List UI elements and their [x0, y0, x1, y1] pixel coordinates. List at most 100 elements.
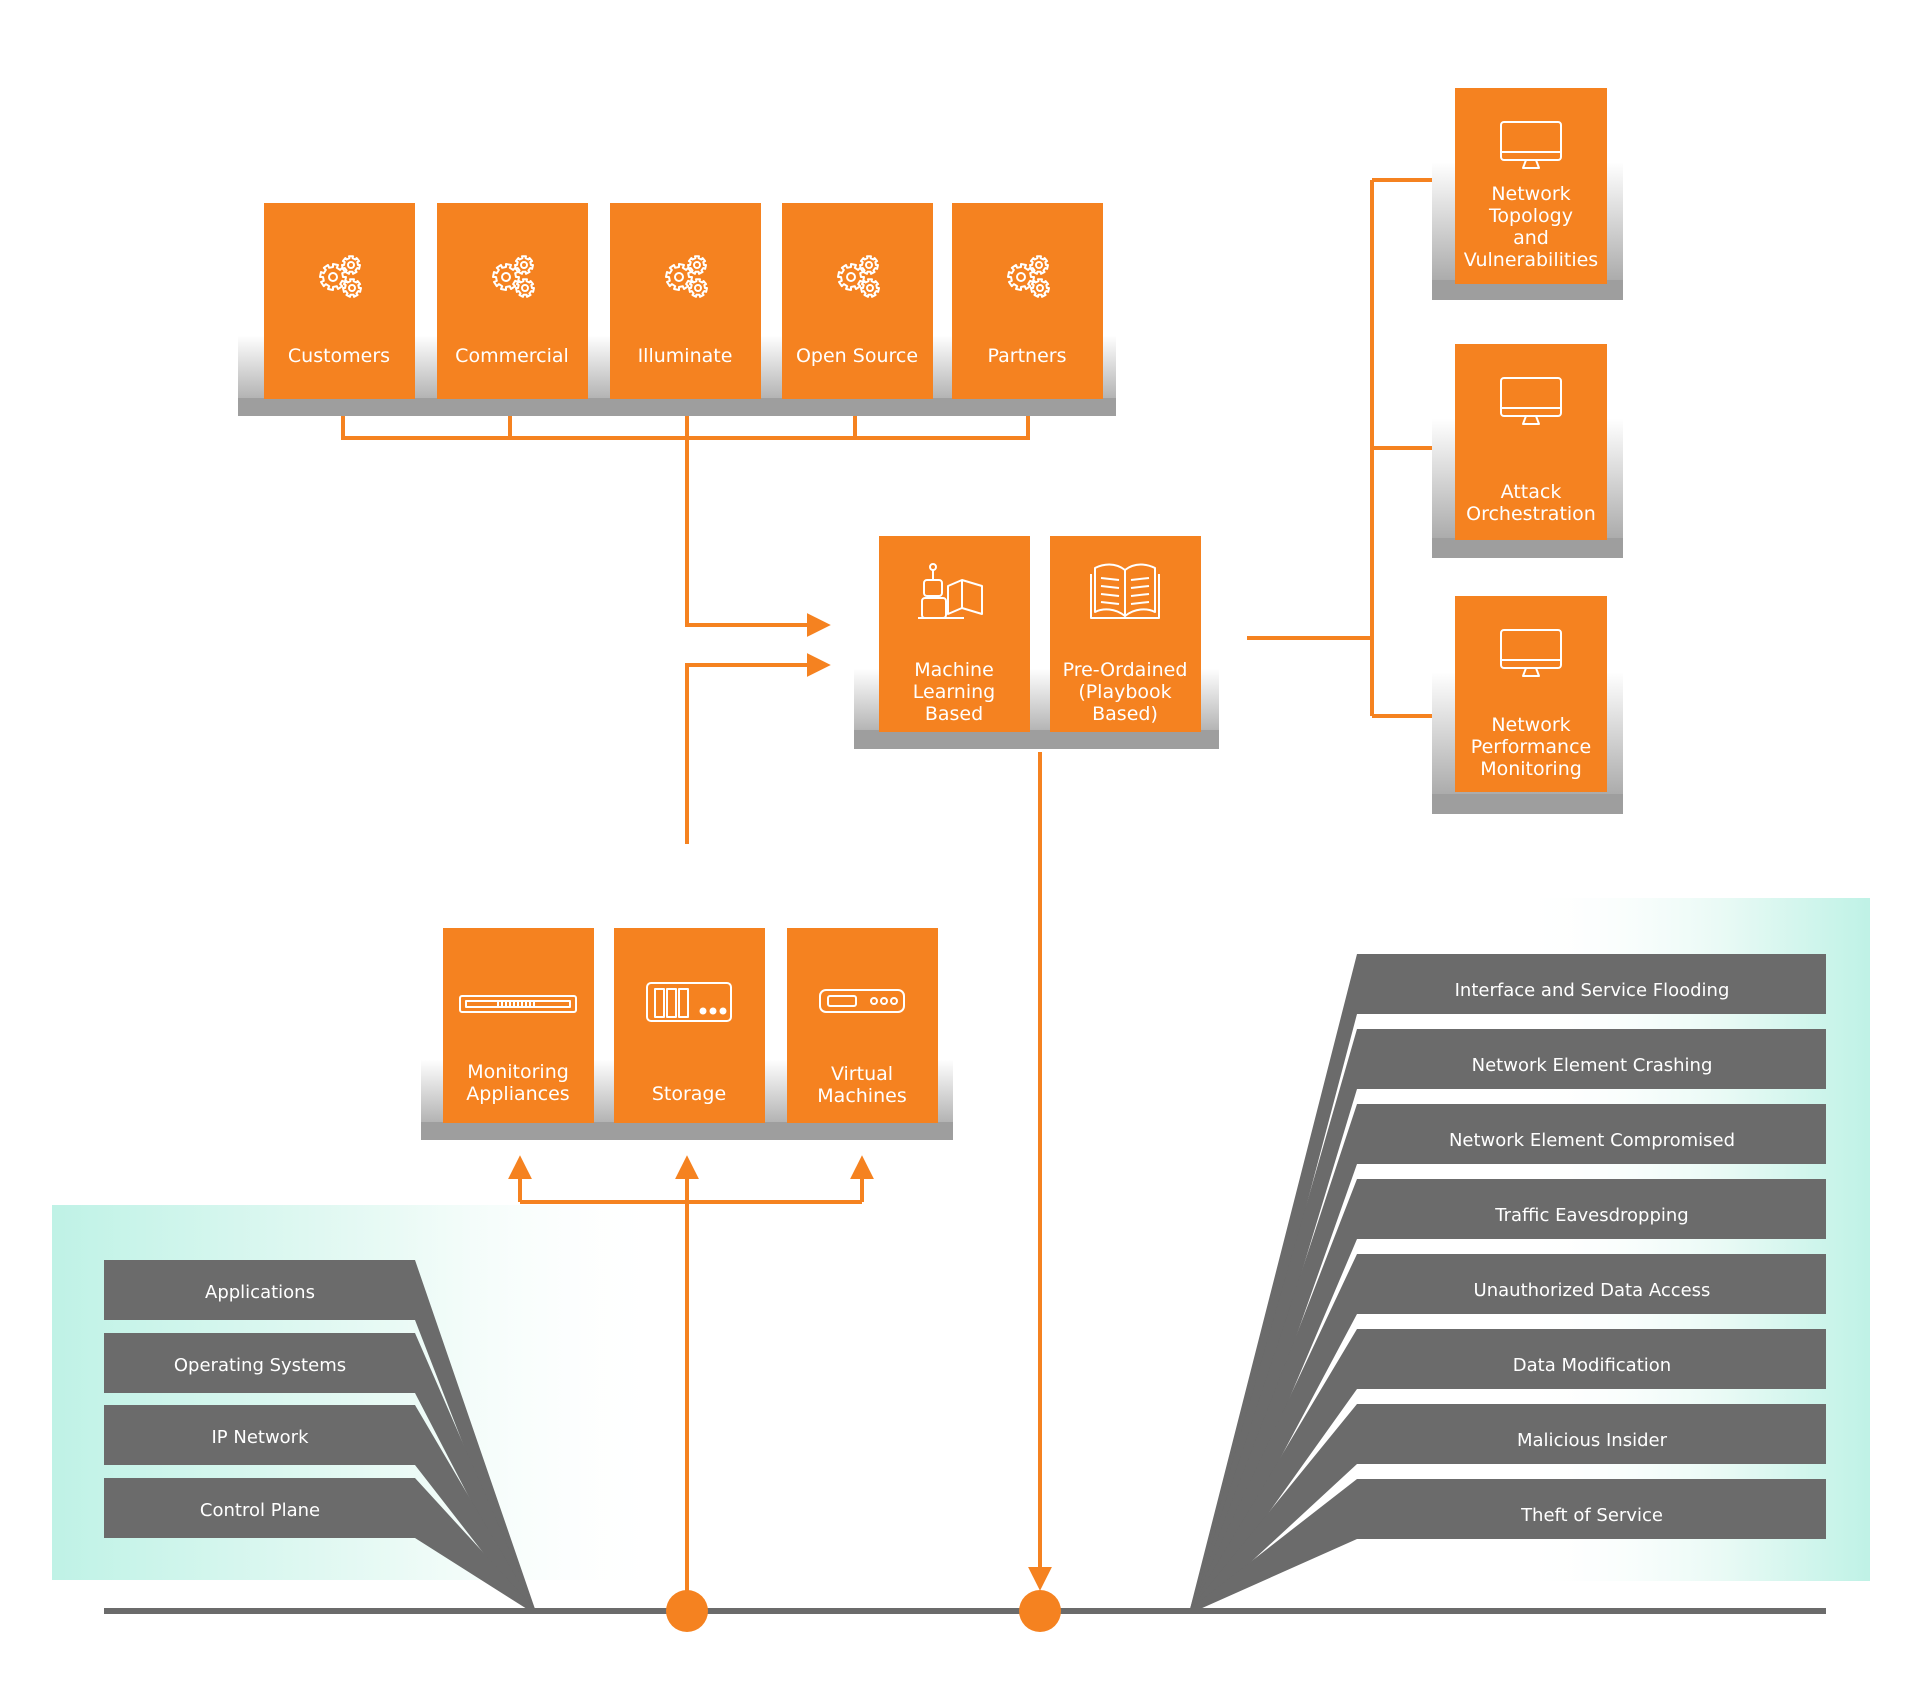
- threat-7[interactable]: Theft of Service: [1190, 1479, 1826, 1609]
- threat-label: Data Modification: [1513, 1355, 1671, 1376]
- source-label: Open Source: [796, 345, 918, 367]
- threat-1[interactable]: Network Element Crashing: [1190, 1029, 1826, 1609]
- source-tile-background: [952, 203, 1103, 399]
- rack-appliance-icon: [459, 995, 577, 1013]
- output-label: Network: [1491, 714, 1570, 736]
- monitor-icon: [1500, 377, 1562, 425]
- threat-4[interactable]: Unauthorized Data Access: [1190, 1254, 1826, 1609]
- infrastructure-label: Virtual: [831, 1063, 893, 1085]
- output-tile-background: [1455, 88, 1607, 284]
- layer-label: IP Network: [211, 1427, 309, 1448]
- layer-band: [104, 1260, 535, 1609]
- threat-label: Unauthorized Data Access: [1474, 1280, 1711, 1301]
- gears-icon: [665, 255, 708, 298]
- threat-band: [1190, 1404, 1826, 1609]
- threat-band: [1190, 1104, 1826, 1609]
- source-open-source[interactable]: Open Source: [782, 203, 933, 399]
- threat-label: Theft of Service: [1520, 1505, 1663, 1526]
- output-tile-background: [1455, 596, 1607, 792]
- output-label: Performance: [1471, 736, 1591, 758]
- gears-icon: [837, 255, 880, 298]
- source-commercial[interactable]: Commercial: [437, 203, 588, 399]
- source-label: Customers: [288, 345, 390, 367]
- threat-band: [1190, 1254, 1826, 1609]
- baseline-node-engines[interactable]: [1019, 1590, 1061, 1632]
- gears-icon: [319, 255, 362, 298]
- threat-band: [1190, 1329, 1826, 1609]
- engine-label: Learning: [913, 681, 996, 703]
- engine-label: Based): [1092, 703, 1158, 725]
- engine-label: Machine: [914, 659, 994, 681]
- layer-operating-systems[interactable]: Operating Systems: [104, 1333, 535, 1609]
- output-label: Attack: [1501, 481, 1562, 503]
- infrastructure-label: Appliances: [466, 1083, 569, 1105]
- layer-ip-network[interactable]: IP Network: [104, 1405, 535, 1609]
- engines-to-outputs-connector: [1247, 178, 1432, 718]
- source-label: Partners: [988, 345, 1067, 367]
- layer-applications[interactable]: Applications: [104, 1260, 535, 1609]
- infrastructure-tile-background: [787, 928, 938, 1123]
- engines: MachineLearningBasedPre-Ordained(Playboo…: [879, 536, 1201, 732]
- gears-icon: [492, 255, 535, 298]
- threat-2[interactable]: Network Element Compromised: [1190, 1104, 1826, 1609]
- threat-label: Traffic Eavesdropping: [1494, 1205, 1688, 1226]
- outputs: NetworkTopologyandVulnerabilitiesAttackO…: [1455, 88, 1607, 792]
- source-tile-background: [610, 203, 761, 399]
- infrastructure-tile-background: [614, 928, 765, 1123]
- layer-label: Applications: [205, 1282, 315, 1303]
- threat-band: [1190, 1179, 1826, 1609]
- threat-label: Malicious Insider: [1517, 1430, 1668, 1451]
- infrastructure-label: Storage: [652, 1083, 726, 1105]
- source-partners[interactable]: Partners: [952, 203, 1103, 399]
- threat-3[interactable]: Traffic Eavesdropping: [1190, 1179, 1826, 1609]
- threat-label: Interface and Service Flooding: [1455, 980, 1730, 1001]
- baseline-node-infrastructure[interactable]: [666, 1590, 708, 1632]
- layer-band: [104, 1478, 535, 1609]
- source-customers[interactable]: Customers: [264, 203, 415, 399]
- storage-device-icon: [646, 982, 732, 1022]
- output-label: Vulnerabilities: [1464, 249, 1598, 271]
- monitor-icon: [1500, 121, 1562, 169]
- engine-tile-background: [879, 536, 1030, 732]
- output-label: Orchestration: [1466, 503, 1596, 525]
- source-illuminate[interactable]: Illuminate: [610, 203, 761, 399]
- layer-label: Operating Systems: [174, 1355, 346, 1376]
- threat-label: Network Element Crashing: [1472, 1055, 1713, 1076]
- output-label: and: [1513, 227, 1549, 249]
- source-label: Commercial: [455, 345, 569, 367]
- infrastructure-tile-background: [443, 928, 594, 1123]
- output-label: Network: [1491, 183, 1570, 205]
- sources-bracket-connector: [341, 416, 1030, 440]
- threat-label: Network Element Compromised: [1449, 1130, 1735, 1151]
- open-book-icon: [1090, 563, 1160, 619]
- infrastructure-to-engines-arrow: [685, 653, 831, 844]
- layer-band: [104, 1405, 535, 1609]
- gears-icon: [1007, 255, 1050, 298]
- server-device-icon: [819, 989, 905, 1013]
- engine-label: Pre-Ordained: [1063, 659, 1188, 681]
- output-tile-background: [1455, 344, 1607, 540]
- output-label: Topology: [1488, 205, 1573, 227]
- robot-reading-icon: [918, 563, 983, 619]
- source-tile-background: [264, 203, 415, 399]
- engine-label: (Playbook: [1078, 681, 1171, 703]
- source-tile-background: [782, 203, 933, 399]
- infrastructure-label: Machines: [817, 1085, 906, 1107]
- sources-to-engines-arrow: [685, 438, 831, 637]
- threat-5[interactable]: Data Modification: [1190, 1329, 1826, 1609]
- layer-control-plane[interactable]: Control Plane: [104, 1478, 535, 1609]
- threat-6[interactable]: Malicious Insider: [1190, 1404, 1826, 1609]
- threat-0[interactable]: Interface and Service Flooding: [1190, 954, 1826, 1609]
- connectors: [341, 178, 1432, 1608]
- infrastructure-1[interactable]: Storage: [614, 928, 765, 1123]
